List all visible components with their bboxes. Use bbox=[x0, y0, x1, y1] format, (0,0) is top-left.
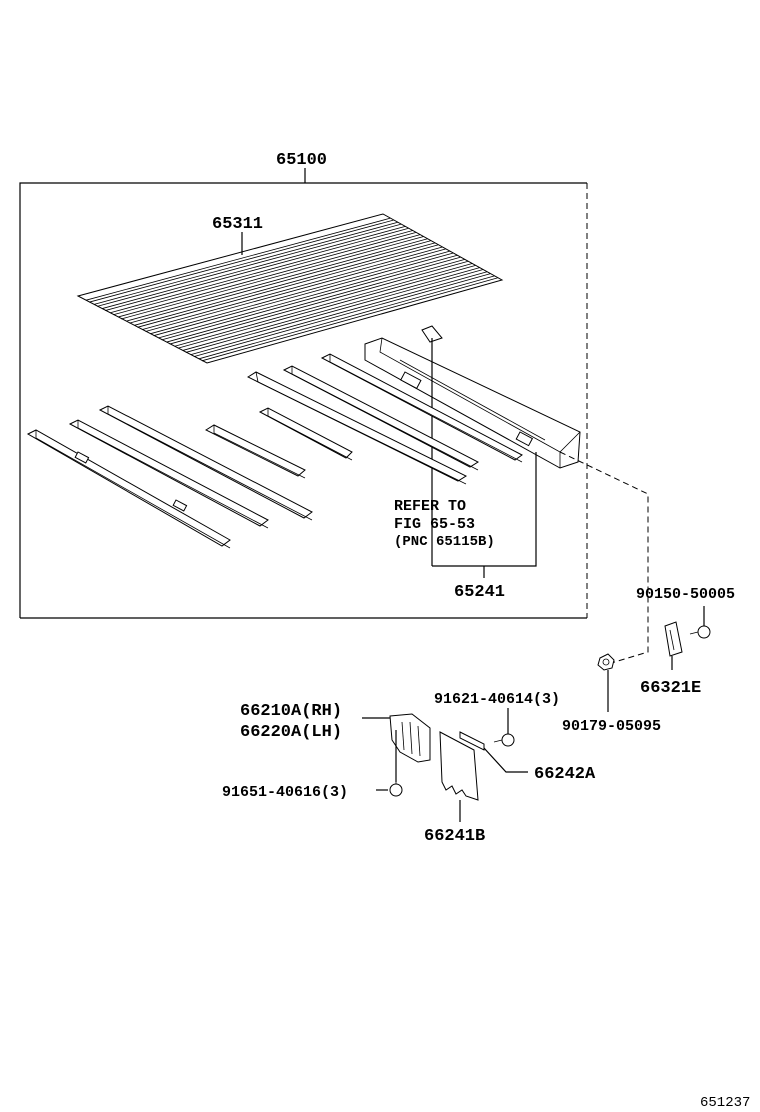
label-bracket: 66321E bbox=[640, 679, 701, 698]
bracket-part bbox=[664, 621, 683, 670]
floor-panel-corrugations bbox=[85, 217, 498, 362]
corrugation-ridge-edge bbox=[105, 227, 409, 311]
corrugation-ridge-edge bbox=[185, 269, 483, 353]
corrugation-ridge bbox=[85, 217, 391, 301]
floor-cross-members bbox=[26, 353, 523, 549]
corrugation-ridge bbox=[94, 221, 398, 305]
corrugation-ridge-edge bbox=[113, 232, 416, 316]
corrugation-ridge-edge bbox=[137, 244, 439, 328]
bolt-icon bbox=[689, 606, 711, 639]
label-mudguard-lh: 66220A(LH) bbox=[240, 723, 342, 742]
label-refer-line2: FIG 65-53 bbox=[394, 516, 475, 533]
corrugation-ridge-edge bbox=[145, 248, 446, 332]
corrugation-ridge bbox=[110, 230, 413, 314]
label-screw: 91651-40616(3) bbox=[222, 784, 348, 801]
floor-panel-part bbox=[76, 213, 504, 364]
label-assembly: 65100 bbox=[276, 151, 327, 170]
corrugation-ridge bbox=[150, 250, 451, 335]
label-mudflap: 66241B bbox=[424, 827, 485, 846]
corrugation-ridge-edge bbox=[177, 265, 476, 349]
figure-number: 651237 bbox=[700, 1095, 750, 1111]
sill-leader bbox=[432, 452, 537, 578]
label-sill: 65241 bbox=[454, 583, 505, 602]
label-refer-line1: REFER TO bbox=[394, 498, 466, 515]
corrugation-ridge-edge bbox=[201, 277, 498, 362]
mudflap-bracket-part bbox=[459, 731, 528, 773]
label-bolt-upper: 90150-50005 bbox=[636, 586, 735, 603]
corrugation-ridge bbox=[182, 267, 480, 351]
nut-icon bbox=[597, 653, 615, 712]
corrugation-ridge bbox=[102, 225, 406, 309]
mudguard-bolt-icon bbox=[493, 708, 515, 747]
corrugation-ridge bbox=[126, 238, 428, 322]
label-mudguard-rh: 66210A(RH) bbox=[240, 702, 342, 721]
corrugation-ridge-edge bbox=[169, 260, 468, 345]
corrugation-ridge-edge bbox=[88, 219, 394, 303]
corrugation-ridge bbox=[158, 254, 458, 339]
screw-icon bbox=[376, 776, 403, 797]
label-nut: 90179-05095 bbox=[562, 718, 661, 735]
corrugation-ridge bbox=[198, 275, 495, 360]
bracket-dashed-leader bbox=[559, 451, 649, 665]
corrugation-ridge-edge bbox=[161, 256, 461, 341]
corrugation-ridge-edge bbox=[121, 236, 424, 320]
corrugation-ridge bbox=[190, 271, 488, 356]
assembly-frame bbox=[19, 168, 588, 619]
corrugation-ridge bbox=[174, 263, 473, 347]
label-floor-panel: 65311 bbox=[212, 215, 263, 234]
corrugation-ridge bbox=[134, 242, 436, 326]
corrugation-ridge-edge bbox=[153, 252, 454, 337]
mudflap-part bbox=[439, 731, 479, 822]
corrugation-ridge-edge bbox=[129, 240, 431, 324]
corrugation-ridge bbox=[142, 246, 443, 330]
corrugation-ridge bbox=[118, 234, 421, 318]
mudguard-part bbox=[362, 713, 431, 782]
corrugation-ridge-edge bbox=[97, 223, 401, 307]
label-mudflap-bracket: 66242A bbox=[534, 765, 596, 784]
rear-sill-part bbox=[364, 325, 581, 566]
corrugation-ridge bbox=[166, 258, 465, 343]
label-refer-line3: (PNC 65115B) bbox=[394, 534, 495, 550]
label-bolt-mudguard: 91621-40614(3) bbox=[434, 691, 560, 708]
corrugation-ridge-edge bbox=[193, 273, 491, 358]
